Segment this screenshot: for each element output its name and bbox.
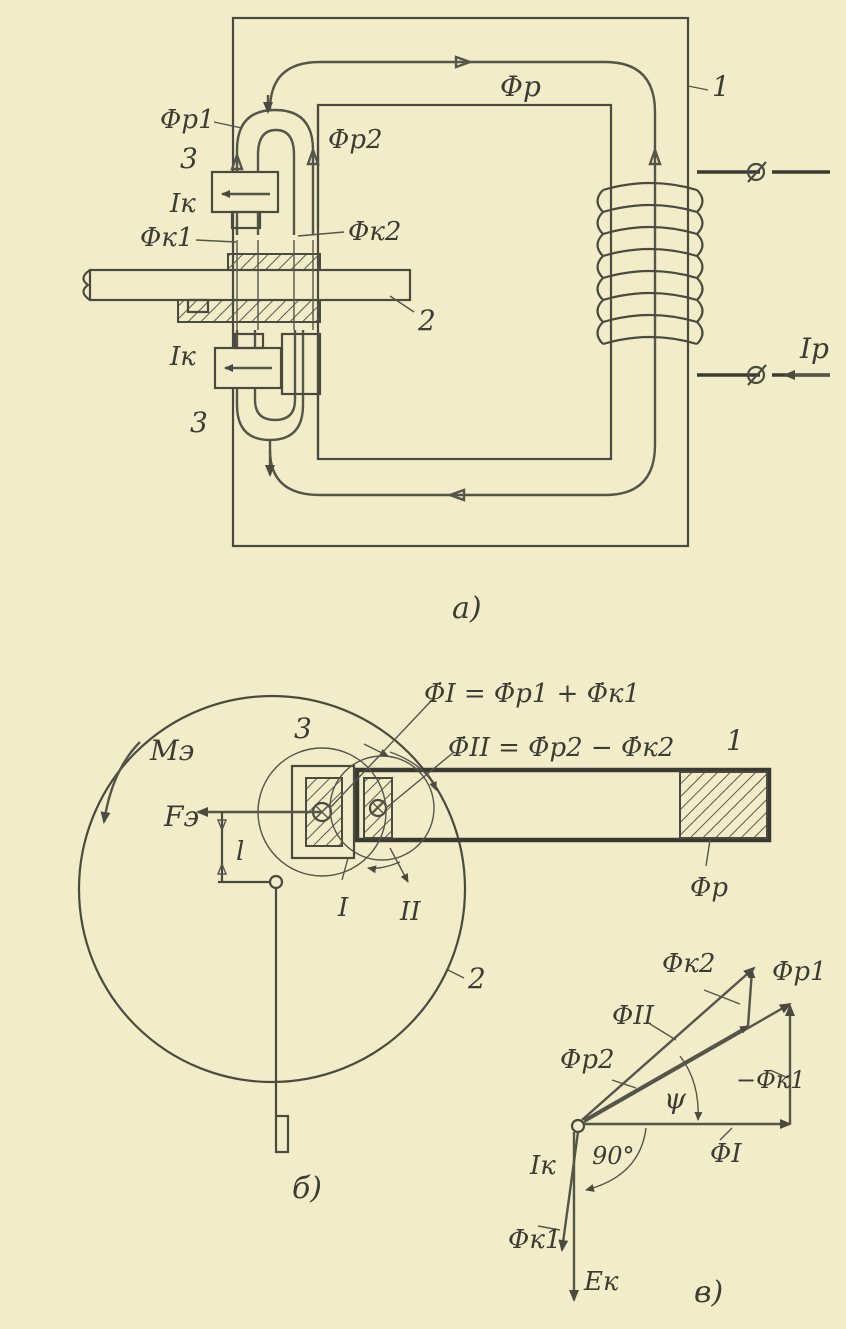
label-core-1: 1 xyxy=(712,70,730,103)
label-E-k: Eк xyxy=(583,1267,619,1297)
label-disk-2: 2 xyxy=(467,962,486,995)
caption-a: а) xyxy=(452,591,482,626)
label-phi-p1: Φр1 xyxy=(772,957,827,987)
label-flux-p: Φр xyxy=(690,873,728,903)
label-arm: l xyxy=(236,837,244,867)
figure-a: Φр 1 Φр1 Φр2 3 Iк Φк1 Φк2 2 Iк 3 Iр а) xyxy=(82,16,830,626)
flux-p1-path xyxy=(235,108,315,235)
label-coil-3-top: 3 xyxy=(180,142,198,175)
pole-hatch-top xyxy=(227,253,321,271)
core-bar xyxy=(354,767,772,843)
pivot xyxy=(268,874,284,890)
eq-phi-I: Φ̇I = Φ̇р1 + Φ̇к1 xyxy=(424,679,640,709)
label-torque: Mэ xyxy=(149,734,194,767)
current-coil xyxy=(596,161,830,386)
label-current-p: Iр xyxy=(799,332,829,365)
label-flux-k1: Φк1 xyxy=(140,223,193,253)
label-neg-phi-k1: −Φк1 xyxy=(736,1066,805,1094)
phasor-phi-II xyxy=(581,966,756,1121)
label-psi: ψ xyxy=(664,1082,687,1115)
label-flux-p: Φр xyxy=(500,70,541,103)
label-flux-k2: Φк2 xyxy=(348,217,401,247)
label-current-k-bottom: Iк xyxy=(169,342,196,372)
disk-circle xyxy=(77,694,467,1084)
phasor-phi-p2 xyxy=(583,1024,749,1122)
phasor-I-k xyxy=(558,1131,580,1252)
label-pole-I: I xyxy=(337,893,349,923)
label-phi-k1: Φк1 xyxy=(508,1225,561,1255)
flux-k-loop-top xyxy=(256,128,296,235)
label-phi-k2: Φк2 xyxy=(662,949,715,979)
eq-phi-II: Φ̇II = Φ̇р2 − Φ̇к2 xyxy=(448,733,674,763)
label-I-k: Iк xyxy=(529,1151,556,1181)
label-angle-90: 90° xyxy=(592,1142,635,1170)
pole-hatch-bottom xyxy=(177,299,321,323)
phasor-phi-k2 xyxy=(746,969,756,1027)
flux-p-loop xyxy=(268,60,657,497)
label-flux-p2: Φр2 xyxy=(328,125,383,155)
label-flux-p1: Φр1 xyxy=(160,105,215,135)
phasor-phi-p1 xyxy=(583,1002,792,1124)
disk-edge xyxy=(88,268,412,302)
torque-arrow xyxy=(100,741,141,824)
label-phi-II: ΦII xyxy=(612,1001,655,1031)
core-outer xyxy=(231,16,690,548)
label-current-k-top: Iк xyxy=(169,189,196,219)
label-disk-2: 2 xyxy=(417,304,436,337)
figure-b: Φ̇I = Φ̇р1 + Φ̇к1 Φ̇II = Φ̇р2 − Φ̇к2 3 1… xyxy=(77,679,772,1206)
label-coil-3: 3 xyxy=(294,712,312,745)
phasor-origin xyxy=(570,1118,586,1134)
label-force: Fэ xyxy=(163,800,199,833)
core-inner xyxy=(316,103,613,461)
label-coil-3-bottom: 3 xyxy=(190,406,208,439)
label-phi-p2: Φр2 xyxy=(560,1045,615,1075)
core-bar-hatch xyxy=(679,771,768,839)
figure-v: Φк2 Φр1 ΦII Φр2 ψ −Φк1 ΦI 90° Iк Φк1 Eк … xyxy=(508,949,827,1310)
label-pole-II: II xyxy=(399,897,421,927)
caption-b: б) xyxy=(292,1171,322,1206)
label-core-1: 1 xyxy=(726,724,744,757)
caption-v: в) xyxy=(694,1275,723,1310)
flux-k-loop-bottom xyxy=(253,330,297,422)
pointer-weight xyxy=(274,1114,290,1154)
pole-I xyxy=(305,777,343,847)
shading-coil-top xyxy=(210,170,280,214)
label-phi-I: ΦI xyxy=(710,1139,742,1169)
